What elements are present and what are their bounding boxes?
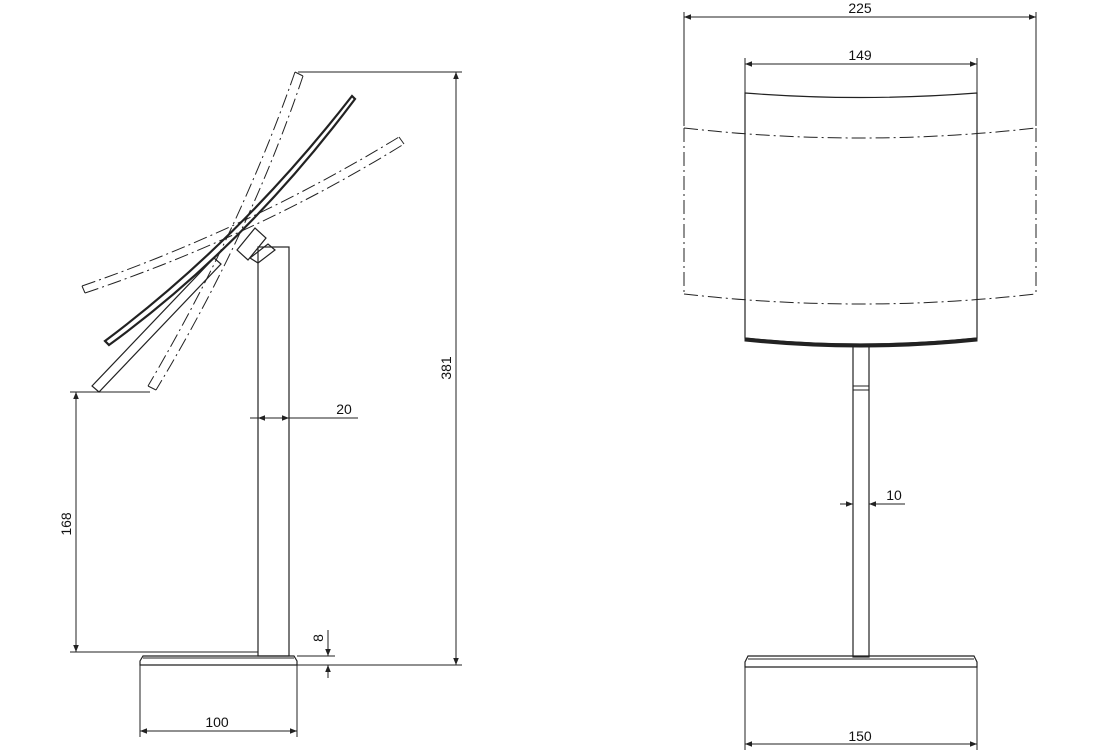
dim-pivot-height: 168: [58, 391, 258, 653]
dim-total-height: 381: [297, 71, 462, 666]
dim-label-381: 381: [438, 356, 454, 380]
side-mirror-main: [103, 94, 357, 347]
side-base: [139, 655, 298, 666]
dim-front-stem-width: 10: [840, 487, 905, 507]
dim-label-149: 149: [848, 47, 872, 63]
side-stem: [257, 246, 290, 657]
front-mirror-panel: [744, 92, 978, 348]
dim-base-height: 8: [297, 630, 335, 678]
dim-label-168: 168: [58, 512, 74, 536]
side-view: 381 168 100 8 20: [58, 71, 462, 737]
dim-label-225: 225: [848, 0, 872, 16]
front-view: 225 149 10 150: [683, 0, 1037, 750]
front-base: [744, 655, 978, 668]
side-pivot-joint: [236, 227, 276, 264]
side-mirror-alt-flat: [81, 136, 405, 294]
dim-base-width: 100: [139, 665, 298, 737]
dim-label-10: 10: [886, 487, 902, 503]
dim-stem-width: 20: [250, 401, 358, 421]
dim-front-max-width: 225: [683, 0, 1037, 126]
front-mirror-alt-outline: [683, 127, 1037, 305]
dim-label-8: 8: [310, 634, 326, 642]
dim-label-100: 100: [205, 714, 229, 730]
front-stem: [852, 345, 870, 658]
dim-label-150: 150: [848, 728, 872, 744]
dim-front-mirror-width: 149: [744, 47, 978, 93]
side-mirror-alt-steep: [147, 71, 304, 391]
side-mirror-lower: [91, 257, 222, 393]
dim-front-base-width: 150: [744, 667, 978, 750]
dim-label-20: 20: [336, 401, 352, 417]
